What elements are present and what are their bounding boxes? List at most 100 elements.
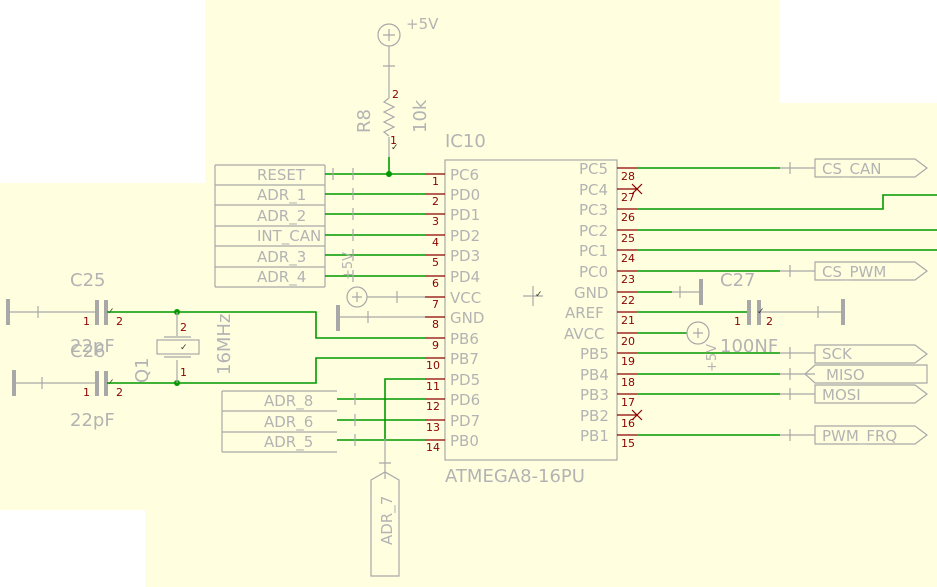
- net-label-adr8[interactable]: ADR_8: [264, 392, 313, 411]
- pin-name: PB5: [580, 345, 609, 363]
- c27-right-lead: [760, 306, 842, 318]
- c27-plates: [747, 300, 761, 325]
- cap-c25[interactable]: C25 22pF 1 2 ✓: [6, 270, 123, 357]
- gnd-right-lead: [672, 286, 700, 298]
- pin-number: 16: [621, 417, 635, 430]
- avcc-label: +5V: [705, 344, 720, 372]
- c26-left-lead: [14, 377, 96, 389]
- net-label-adr4[interactable]: ADR_4: [257, 268, 306, 287]
- c25-value: 22pF: [70, 336, 115, 357]
- c25-pin2: 2: [116, 315, 123, 328]
- pin-name: PB2: [580, 407, 609, 425]
- pin-name: PC2: [579, 222, 608, 240]
- pin-number: 25: [621, 232, 635, 245]
- net-label-pwm-frq[interactable]: PWM_FRQ: [822, 427, 897, 446]
- label-box-cs-pwm: [814, 261, 928, 281]
- net-label-int-can[interactable]: INT_CAN: [257, 227, 321, 246]
- gnd-right: [637, 279, 703, 305]
- pin-number: 27: [621, 191, 635, 204]
- pin-number: 24: [621, 252, 635, 265]
- r8-pin2: 2: [392, 88, 399, 101]
- q1-check: ✓: [180, 343, 188, 353]
- supply-label-top: +5V: [406, 15, 439, 33]
- q1-value: 16MHz: [214, 314, 235, 375]
- avcc-supply: +5V: [637, 321, 720, 372]
- pin-name: PB4: [580, 366, 609, 384]
- c25-plates: [95, 300, 108, 325]
- pin-name: PD0: [450, 186, 480, 204]
- net-label-sck[interactable]: SCK: [822, 345, 853, 363]
- c27-pin1: 1: [734, 315, 741, 328]
- pin-name: PD5: [450, 371, 480, 389]
- pin-name: AREF: [565, 304, 604, 322]
- pin-name: PD7: [450, 412, 480, 430]
- net-label-cs-pwm[interactable]: CS_PWM: [822, 263, 886, 282]
- pin-number: 12: [426, 400, 440, 413]
- q1-ref: Q1: [132, 357, 153, 383]
- pin-name: PB0: [450, 432, 479, 450]
- pin-number: 18: [621, 376, 635, 389]
- c25-left-lead: [8, 306, 96, 318]
- pin-name: PB6: [450, 330, 479, 348]
- label-box-mosi: [814, 384, 928, 404]
- adr7-wire: [384, 378, 425, 439]
- net-label-cs-can[interactable]: CS_CAN: [822, 160, 881, 179]
- adr7-label-box: [370, 471, 400, 577]
- pin-number: 20: [621, 335, 635, 348]
- net-label-adr3[interactable]: ADR_3: [257, 248, 306, 267]
- c26-pin2: 2: [116, 386, 123, 399]
- cap-c26[interactable]: C26 22pF 1 2 ✓: [12, 341, 123, 431]
- label-box-pwm-frq: [814, 425, 928, 445]
- pin-name: PC6: [450, 166, 479, 184]
- net-label-mosi[interactable]: MOSI: [822, 386, 861, 404]
- c27-value: 100NF: [720, 336, 778, 357]
- c26-pin1: 1: [83, 386, 90, 399]
- r8-check: ✓: [391, 143, 399, 153]
- right-net-labels: CS_CAN CS_PWM SCK MISO MOSI PWM_FRQ: [804, 158, 928, 446]
- c27-ref: C27: [720, 270, 755, 291]
- reset-junction: [386, 171, 392, 177]
- pin-number: 15: [621, 437, 635, 450]
- pin-name: GND: [450, 309, 484, 327]
- no-connect-pb2: [631, 409, 643, 421]
- pin-number: 28: [621, 170, 635, 183]
- net-label-adr6[interactable]: ADR_6: [264, 413, 313, 432]
- pin-number: 6: [432, 277, 439, 290]
- r8-value: 10k: [410, 99, 431, 133]
- ic-origin-cross: [523, 286, 543, 306]
- pin-name: VCC: [450, 289, 481, 307]
- left-label-wires: [325, 173, 425, 277]
- net-label-miso[interactable]: MISO: [826, 366, 865, 384]
- ic-ref: IC10: [445, 131, 486, 152]
- pin-number: 11: [426, 380, 440, 393]
- c26-plates: [95, 371, 108, 396]
- pin-name: PC4: [579, 181, 608, 199]
- pin-number: 14: [426, 441, 440, 454]
- net-label-adr2[interactable]: ADR_2: [257, 207, 306, 226]
- ic-origin-check: ✓: [535, 290, 543, 300]
- ic-left-pin-lines: [425, 173, 445, 441]
- pin-number: 26: [621, 211, 635, 224]
- pin-number: 13: [426, 421, 440, 434]
- vcc-supply: +5V: [341, 252, 425, 308]
- avcc-supply-symbol: [686, 321, 710, 345]
- cap-c27[interactable]: C27 100NF 1 2 ✓: [637, 270, 845, 357]
- pin-number: 3: [432, 215, 439, 228]
- net-label-adr7[interactable]: ADR_7: [378, 496, 397, 545]
- pin-number: 9: [432, 339, 439, 352]
- crystal-q1[interactable]: 2 1 ✓ Q1 16MHz: [132, 312, 235, 383]
- pin-name: PC0: [579, 263, 608, 281]
- net-label-adr1[interactable]: ADR_1: [257, 186, 306, 205]
- net-label-adr5[interactable]: ADR_5: [264, 433, 313, 452]
- label-box-miso: [804, 364, 928, 384]
- pin-number: 1: [432, 175, 439, 188]
- pin-name: PD1: [450, 206, 480, 224]
- pin-number: 4: [432, 236, 439, 249]
- resistor-r8[interactable]: +5V 2 1 ✓ R8 10k: [354, 15, 439, 157]
- resistor-zigzag: [382, 97, 396, 137]
- gnd-left: [336, 305, 425, 331]
- vcc-label: +5V: [341, 252, 356, 280]
- net-label-reset[interactable]: RESET: [257, 166, 306, 184]
- ic-body[interactable]: [444, 159, 618, 461]
